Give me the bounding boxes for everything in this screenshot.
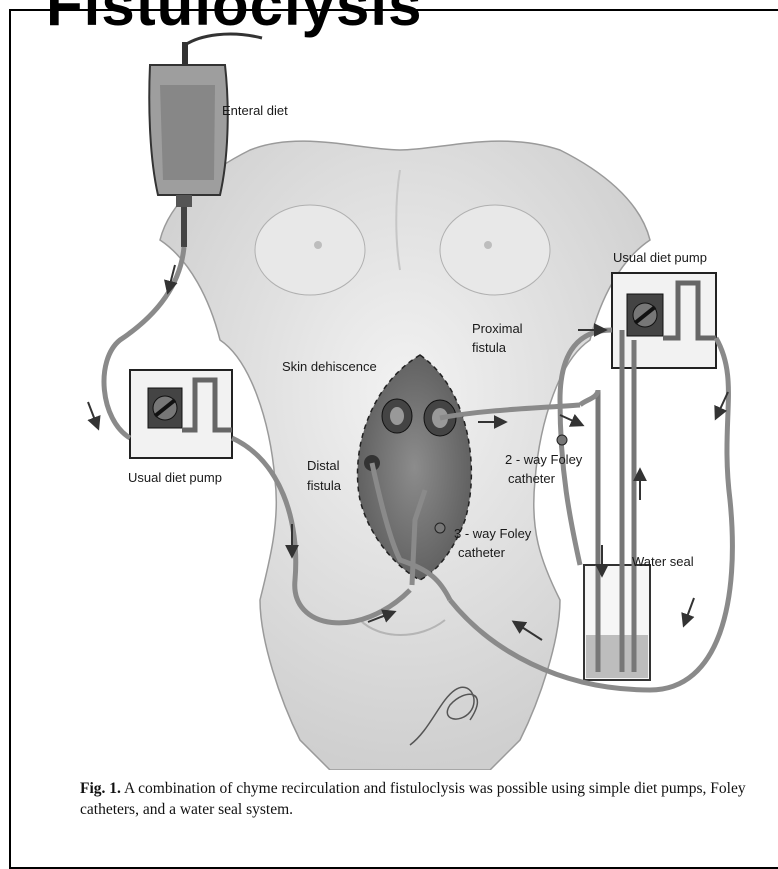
label-water-seal: Water seal <box>632 554 694 569</box>
label-3way-foley-1: 3 - way Foley <box>454 526 532 541</box>
right-diet-pump-icon <box>612 273 716 368</box>
water-seal-jar-icon <box>584 330 650 680</box>
label-usual-diet-pump-right: Usual diet pump <box>613 250 707 265</box>
caption-label: Fig. 1. <box>80 780 121 797</box>
label-enteral-diet: Enteral diet <box>222 103 288 118</box>
fistuloclysis-diagram: Enteral diet Usual diet pump Usual diet … <box>0 0 778 770</box>
left-breast <box>255 205 365 295</box>
label-distal-fistula-2: fistula <box>307 478 342 493</box>
label-proximal-fistula-2: fistula <box>472 340 507 355</box>
two-way-foley-balloon <box>557 435 567 445</box>
label-skin-dehiscence: Skin dehiscence <box>282 359 377 374</box>
caption-text: A combination of chyme recirculation and… <box>80 780 746 818</box>
label-proximal-fistula-1: Proximal <box>472 321 523 336</box>
label-2way-foley-2: catheter <box>508 471 556 486</box>
figure-caption: Fig. 1. A combination of chyme recircula… <box>80 778 760 820</box>
label-2way-foley-1: 2 - way Foley <box>505 452 583 467</box>
label-3way-foley-2: catheter <box>458 545 506 560</box>
three-way-foley-balloon <box>435 523 445 533</box>
label-usual-diet-pump-left: Usual diet pump <box>128 470 222 485</box>
right-breast <box>440 205 550 295</box>
left-diet-pump-icon <box>130 370 232 458</box>
label-distal-fistula-1: Distal <box>307 458 340 473</box>
wound-stoma <box>382 399 412 433</box>
